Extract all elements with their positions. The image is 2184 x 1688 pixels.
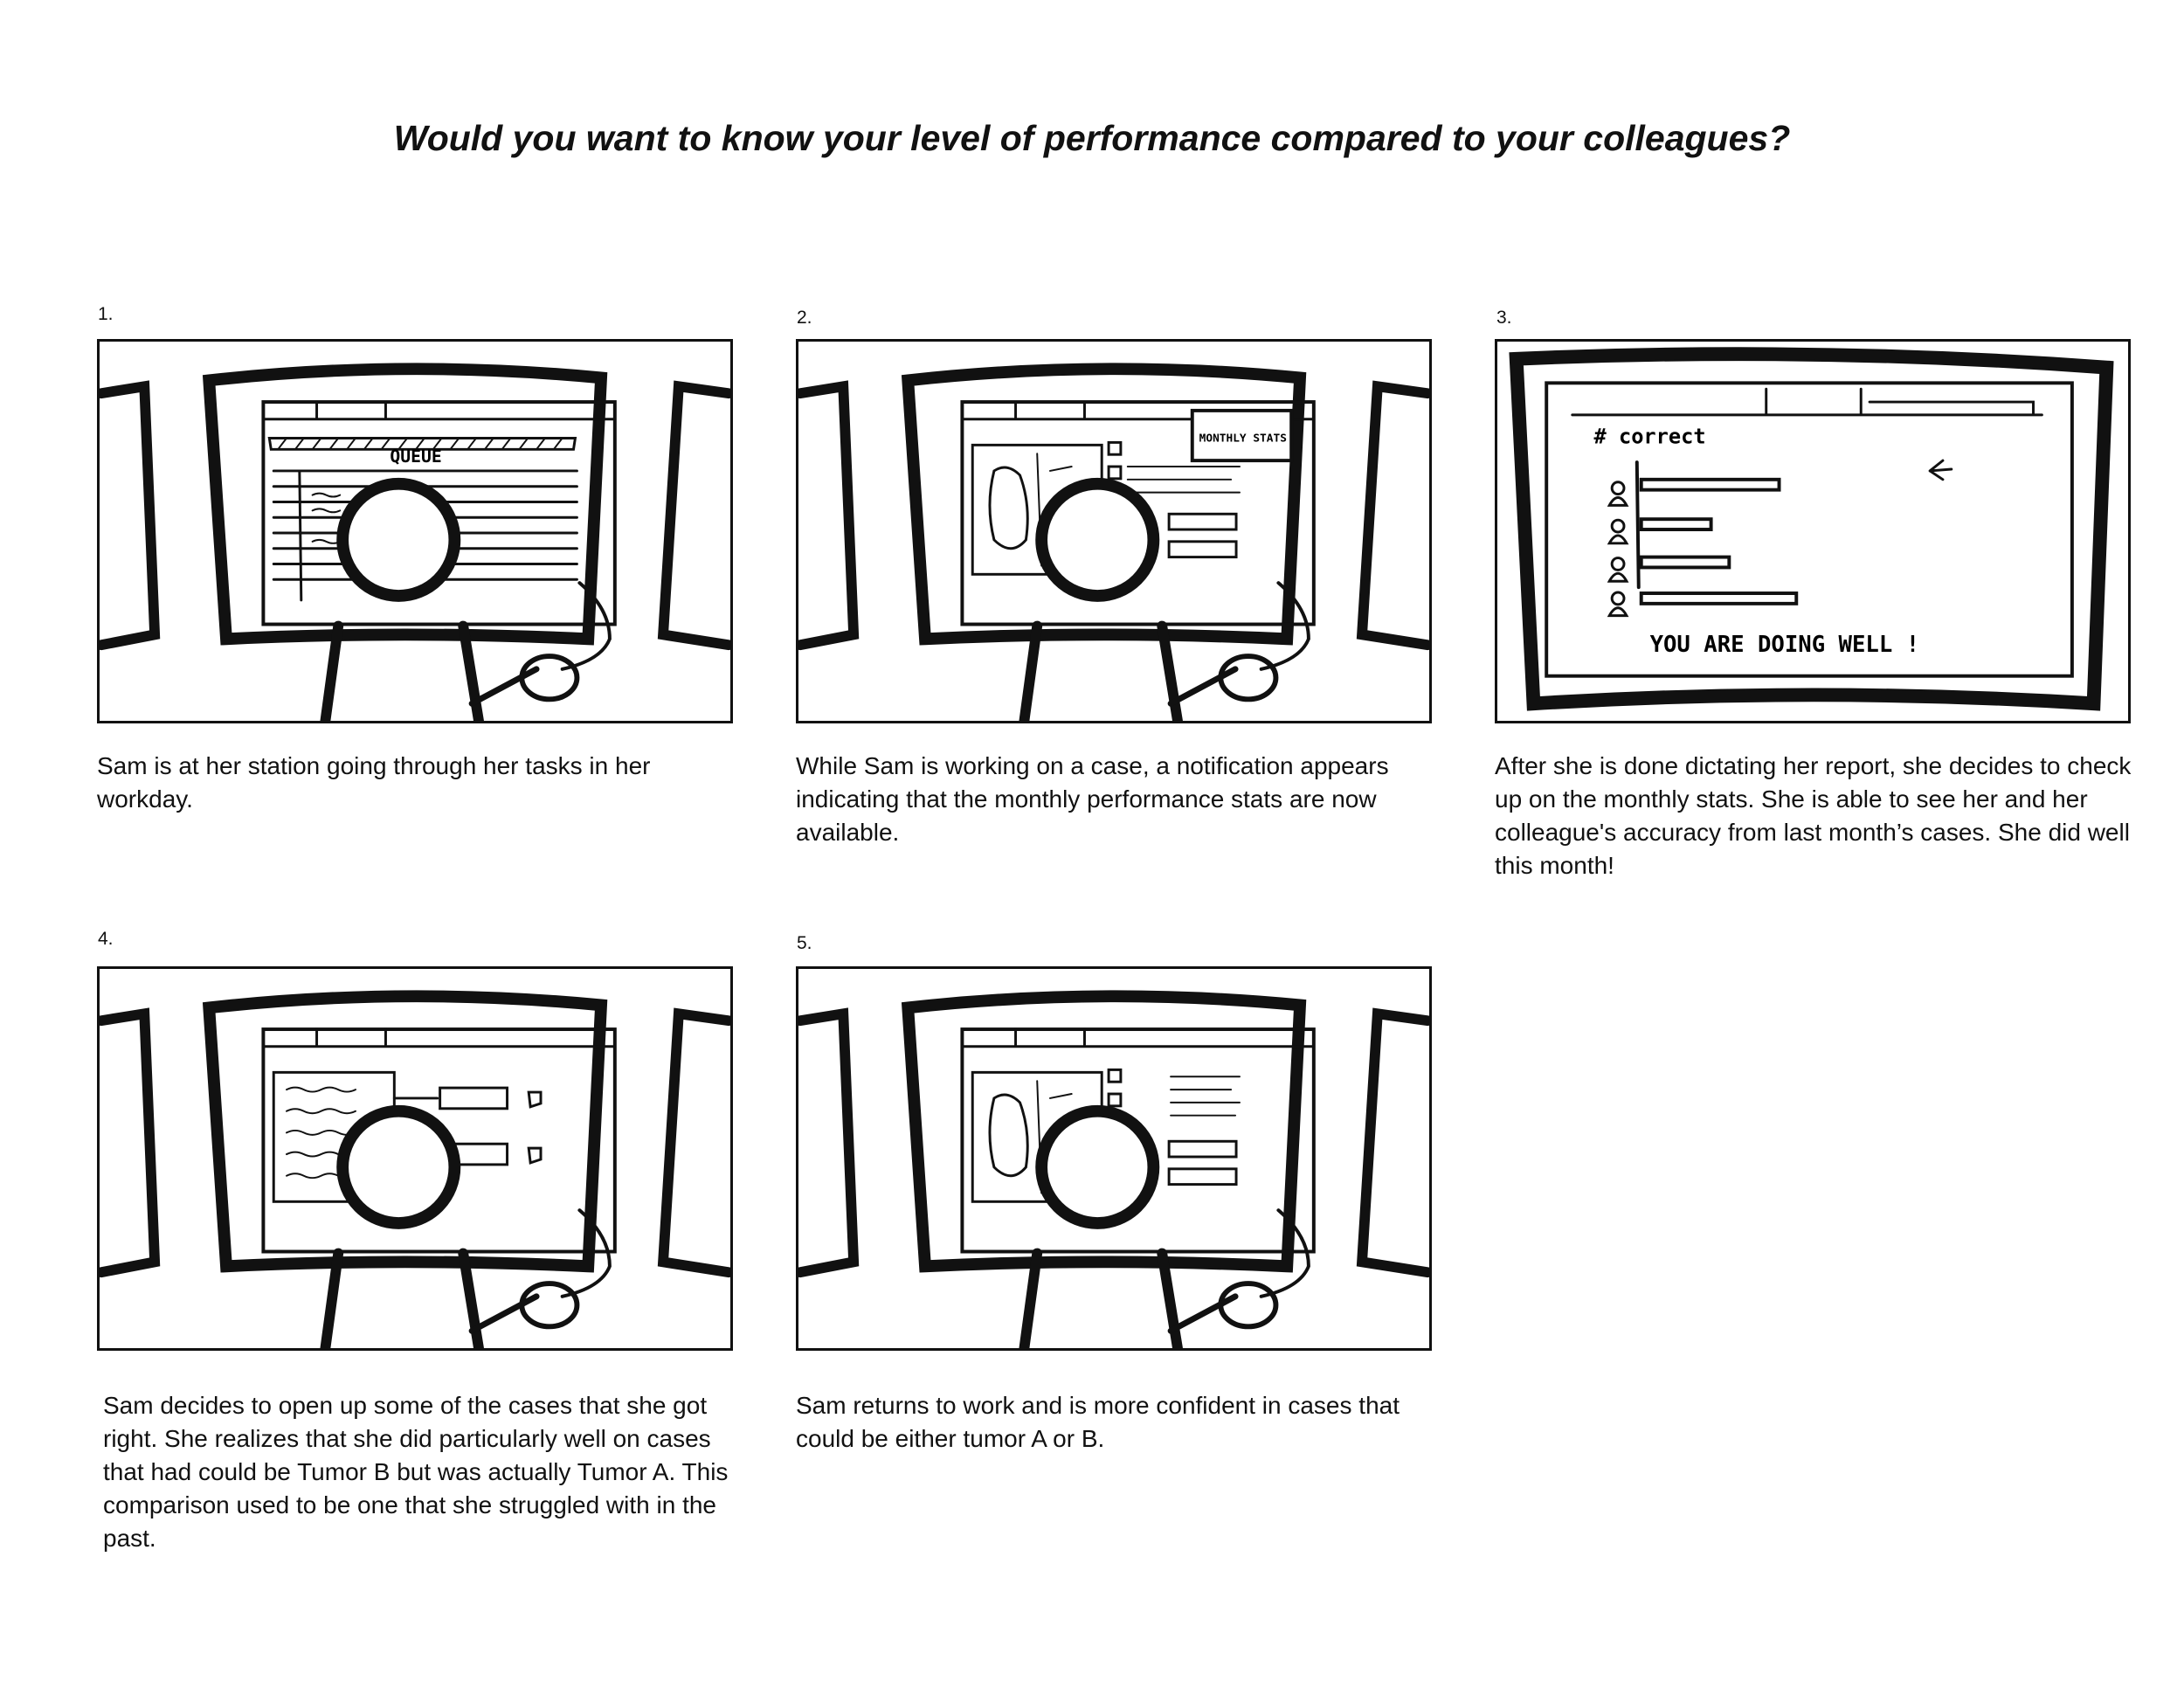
page-title: Would you want to know your level of per… <box>393 118 1791 158</box>
panel-3-sketch: # correct YOU ARE DOING WELL ! <box>1495 339 2131 723</box>
panel-5-sketch <box>796 966 1432 1351</box>
accuracy-bar-1 <box>1639 477 1781 492</box>
accuracy-bars <box>1639 477 1799 605</box>
workstation-cases-drawing <box>100 990 730 1348</box>
panel-5-number: 5. <box>797 933 812 953</box>
accuracy-bar-3 <box>1639 555 1731 570</box>
panel-1-sketch: QUEUE <box>97 339 733 723</box>
accuracy-bar-4 <box>1639 591 1799 605</box>
panel-2-caption: While Sam is working on a case, a notifi… <box>796 752 1389 846</box>
monthly-stats-notification: MONTHLY STATS <box>1199 432 1287 445</box>
monthly-stats-screen-drawing: # correct YOU ARE DOING WELL ! <box>1509 347 2114 711</box>
notification-box <box>1190 408 1294 463</box>
panel-2-number: 2. <box>797 308 812 328</box>
panel-4-caption: Sam decides to open up some of the cases… <box>103 1392 729 1552</box>
panel-3-caption: After she is done dictating her report, … <box>1495 752 2132 879</box>
panel-5-caption: Sam returns to work and is more confiden… <box>796 1392 1400 1452</box>
accuracy-bar-2 <box>1639 517 1713 531</box>
panel-1-number: 1. <box>98 304 114 324</box>
panel-3-number: 3. <box>1496 308 1512 328</box>
workstation-notification-drawing: MONTHLY STATS <box>798 363 1429 721</box>
workstation-queue-drawing: QUEUE <box>100 363 730 721</box>
panel-4-number: 4. <box>98 929 114 949</box>
doing-well-message: YOU ARE DOING WELL ! <box>1650 632 1920 658</box>
panel-2-sketch: MONTHLY STATS <box>796 339 1432 723</box>
queue-label: QUEUE <box>390 446 441 467</box>
workstation-back-to-work-drawing <box>798 990 1429 1348</box>
panel-4-sketch <box>97 966 733 1351</box>
panel-1-caption: Sam is at her station going through her … <box>97 752 651 813</box>
correct-label: # correct <box>1593 424 1705 448</box>
